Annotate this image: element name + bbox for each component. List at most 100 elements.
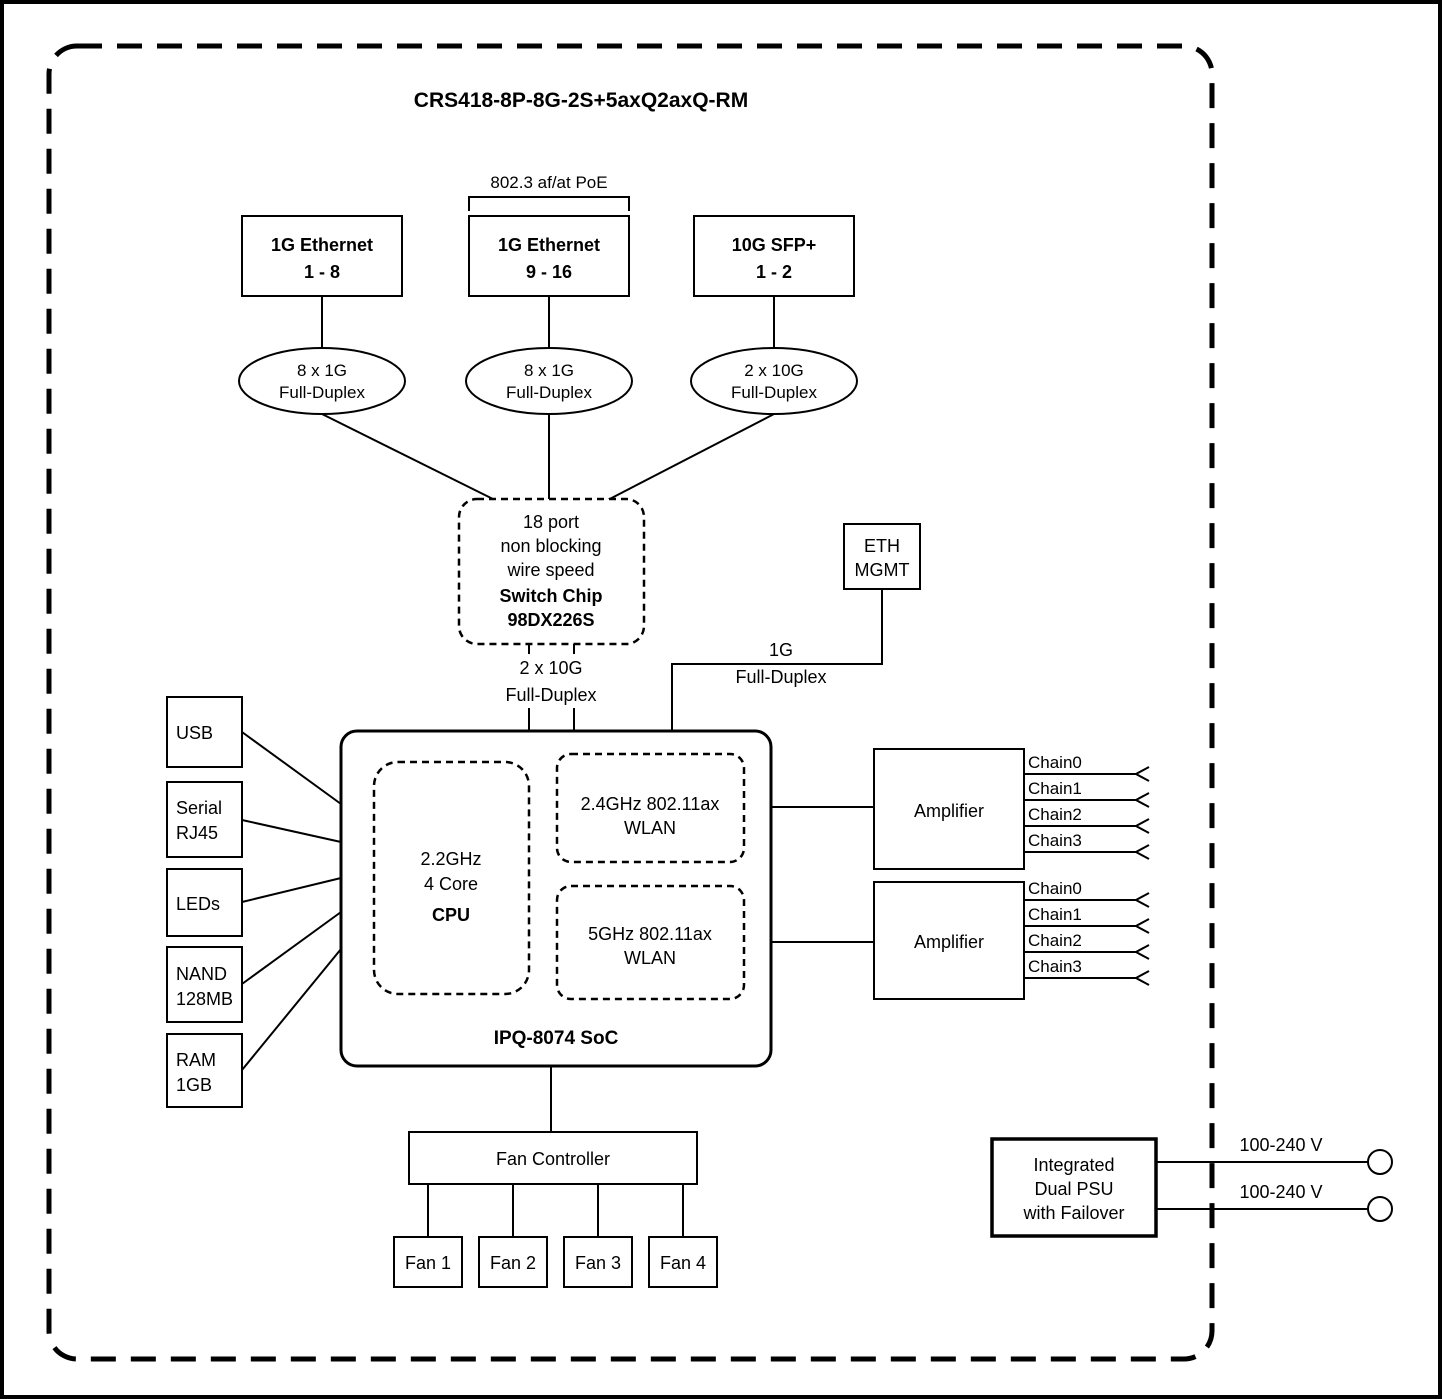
eth-mgmt-line2: MGMT — [855, 560, 910, 580]
psu-label-line1: Integrated — [1033, 1155, 1114, 1175]
wlan5-line1: 5GHz 802.11ax — [588, 924, 712, 944]
amp2-chain3-line-arrow — [1024, 970, 1150, 986]
link-duplex3-to-switch — [601, 413, 775, 504]
port-2-label-line1: 1G Ethernet — [498, 235, 600, 255]
serial-label-line2: RJ45 — [176, 823, 218, 843]
switch-soc-label-mask — [498, 654, 604, 708]
power-input-1-label: 100-240 V — [1239, 1135, 1322, 1155]
amp2-chain2-line-arrow — [1024, 944, 1150, 960]
fan-3-box — [563, 1236, 633, 1288]
cpu-line2: 4 Core — [424, 874, 478, 894]
wlan5-line2: WLAN — [624, 948, 676, 968]
amp2-chain1-label: Chain1 — [1028, 905, 1082, 924]
block-diagram-svg: CRS418-8P-8G-2S+5axQ2axQ-RM 802.3 af/at … — [46, 43, 1393, 1362]
port-box-1g-ethernet-1-8 — [241, 215, 403, 297]
poe-bracket — [468, 196, 630, 211]
wlan-24ghz-box — [555, 752, 746, 864]
switch-chip-box — [457, 497, 646, 646]
duplex-3-line1: 2 x 10G — [744, 361, 804, 380]
amp1-chain1-line-arrow — [1024, 792, 1150, 808]
amp1-chain0-label: Chain0 — [1028, 753, 1082, 772]
amp2-chain0-label: Chain0 — [1028, 879, 1082, 898]
peripheral-usb-box — [166, 696, 243, 768]
duplex-3-line2: Full-Duplex — [731, 383, 817, 402]
port-1-label-line2: 1 - 8 — [304, 262, 340, 282]
link-usb-to-soc — [241, 731, 342, 805]
amp1-chain2-line-arrow — [1024, 818, 1150, 834]
amp2-chain2-label: Chain2 — [1028, 931, 1082, 950]
switch-soc-link-label-line1: 2 x 10G — [519, 658, 582, 678]
amp2-chain3-label: Chain3 — [1028, 957, 1082, 976]
amp1-chain2-label: Chain2 — [1028, 805, 1082, 824]
peripheral-nand-box — [166, 946, 243, 1023]
fan-1-label: Fan 1 — [405, 1253, 451, 1273]
ram-label-line1: RAM — [176, 1050, 216, 1070]
link-ram-to-soc — [241, 948, 342, 1071]
power-inlet-1-circle — [1367, 1149, 1393, 1175]
switch-soc-link-label-line2: Full-Duplex — [505, 685, 596, 705]
amp2-chain0-line-arrow — [1024, 892, 1150, 908]
nand-label-line1: NAND — [176, 964, 227, 984]
amp1-chain0-line-arrow — [1024, 766, 1150, 782]
cpu-line3: CPU — [432, 905, 470, 925]
port-3-label-line1: 10G SFP+ — [732, 235, 817, 255]
duplex-2-line2: Full-Duplex — [506, 383, 592, 402]
link-nand-to-soc — [241, 911, 342, 985]
power-inlet-2-circle — [1367, 1196, 1393, 1222]
port-2-label-line2: 9 - 16 — [526, 262, 572, 282]
serial-label-line1: Serial — [176, 798, 222, 818]
amp2-chain-lines — [1024, 892, 1150, 986]
fan-3-label: Fan 3 — [575, 1253, 621, 1273]
device-boundary-dashed-border — [46, 43, 1215, 1362]
fan-controller-label: Fan Controller — [496, 1149, 610, 1169]
switch-chip-line5: 98DX226S — [507, 610, 594, 630]
power-input-2-label: 100-240 V — [1239, 1182, 1322, 1202]
peripheral-ram-box — [166, 1033, 243, 1108]
fan-1-box — [393, 1236, 463, 1288]
switch-chip-line1: 18 port — [523, 512, 579, 532]
peripheral-serial-box — [166, 781, 243, 858]
fan-controller-box — [408, 1131, 698, 1185]
psu-box — [990, 1137, 1158, 1238]
ram-label-line2: 1GB — [176, 1075, 212, 1095]
duplex-1-line2: Full-Duplex — [279, 383, 365, 402]
port-3-label-line2: 1 - 2 — [756, 262, 792, 282]
eth-mgmt-box — [843, 523, 921, 590]
port-box-10g-sfp — [693, 215, 855, 297]
diagram-title: CRS418-8P-8G-2S+5axQ2axQ-RM — [414, 89, 748, 112]
leds-label: LEDs — [176, 894, 220, 914]
mgmt-link-label-line2: Full-Duplex — [735, 667, 826, 687]
switch-chip-line4: Switch Chip — [500, 586, 603, 606]
amp2-chain1-line-arrow — [1024, 918, 1150, 934]
duplex-2-line1: 8 x 1G — [524, 361, 574, 380]
switch-chip-line2: non blocking — [500, 536, 601, 556]
amp1-chain1-label: Chain1 — [1028, 779, 1082, 798]
amplifier-2-box — [873, 881, 1025, 1000]
fan-2-label: Fan 2 — [490, 1253, 536, 1273]
link-leds-to-soc — [241, 877, 342, 903]
duplex-ellipse-1 — [238, 347, 406, 415]
amp1-chain3-line-arrow — [1024, 844, 1150, 860]
connector-lines — [241, 296, 1368, 1237]
nand-label-line2: 128MB — [176, 989, 233, 1009]
cpu-box — [372, 760, 531, 996]
poe-label: 802.3 af/at PoE — [490, 173, 607, 192]
peripheral-leds-box — [166, 868, 243, 937]
wlan24-line1: 2.4GHz 802.11ax — [581, 794, 720, 814]
switch-chip-line3: wire speed — [506, 560, 594, 580]
cpu-line1: 2.2GHz — [420, 849, 481, 869]
link-serial-to-soc — [241, 819, 342, 843]
fan-4-label: Fan 4 — [660, 1253, 706, 1273]
port-box-1g-ethernet-9-16 — [468, 215, 630, 297]
wlan-5ghz-box — [555, 884, 746, 1001]
amp1-chain-lines — [1024, 766, 1150, 860]
link-duplex1-to-switch — [321, 413, 502, 504]
fan-2-box — [478, 1236, 548, 1288]
amplifier-1-label: Amplifier — [914, 801, 984, 821]
amp1-chain3-label: Chain3 — [1028, 831, 1082, 850]
eth-mgmt-line1: ETH — [864, 536, 900, 556]
duplex-ellipse-3 — [690, 347, 858, 415]
amplifier-1-box — [873, 748, 1025, 870]
wlan24-line2: WLAN — [624, 818, 676, 838]
